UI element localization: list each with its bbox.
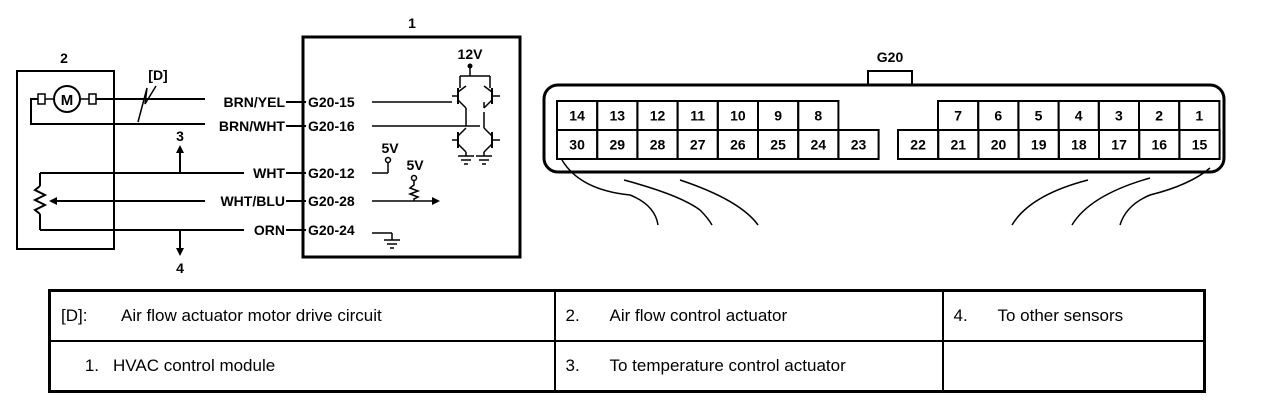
module-number: 1 xyxy=(408,15,416,31)
legend-text: Air flow control actuator xyxy=(609,306,788,325)
legend-text: HVAC control module xyxy=(113,356,276,375)
connector-pin-label: 17 xyxy=(1111,137,1127,153)
terminal-g20-16: G20-16 xyxy=(308,118,355,134)
supply-12v: 12V xyxy=(458,46,484,62)
legend-text: To temperature control actuator xyxy=(609,356,846,375)
legend-table: [D]: Air flow actuator motor drive circui… xyxy=(48,289,1206,393)
connector-pin-label: 11 xyxy=(690,108,705,124)
wire-color-brn-wht: BRN/WHT xyxy=(219,118,286,134)
legend-key: 4. xyxy=(953,306,968,325)
connector-body xyxy=(542,83,1226,174)
branch-label-3: 3 xyxy=(176,128,184,144)
wire-color-brn-yel: BRN/YEL xyxy=(224,94,286,110)
supply-5v-a: 5V xyxy=(381,140,399,156)
connector-latch xyxy=(867,70,913,86)
connector-pin-label: 22 xyxy=(910,137,926,153)
twist-marker xyxy=(137,85,157,123)
connector-pin-label: 29 xyxy=(610,137,626,153)
arrow-to-4 xyxy=(176,248,184,256)
legend-key: 2. xyxy=(565,306,580,325)
h-bridge-driver: 12V xyxy=(452,46,500,165)
connector-pin-label: 16 xyxy=(1152,137,1168,153)
motor-symbol: M xyxy=(37,85,97,113)
terminal-g20-28: G20-28 xyxy=(308,193,355,209)
legend-row: 1. HVAC control module 3. To temperature c… xyxy=(48,340,1206,393)
connector-pin-label: 3 xyxy=(1115,108,1123,124)
legend-cell-2: 2. Air flow control actuator xyxy=(553,289,944,342)
wire-color-wht-blu: WHT/BLU xyxy=(220,193,285,209)
legend-cell-4: 4. To other sensors xyxy=(941,289,1206,342)
hvac-module-box xyxy=(301,35,522,259)
potentiometer-symbol xyxy=(32,173,57,230)
connector-pin-label: 4 xyxy=(1075,108,1083,124)
connector-pin-label: 20 xyxy=(991,137,1007,153)
connector-pin-label: 15 xyxy=(1192,137,1208,153)
legend-cell-d: [D]: Air flow actuator motor drive circui… xyxy=(48,289,556,342)
connector-pin-label: 1 xyxy=(1195,108,1203,124)
actuator-number: 2 xyxy=(60,50,68,66)
connector-pin-label: 7 xyxy=(954,108,962,124)
branch-label-4: 4 xyxy=(176,260,184,276)
legend-row: [D]: Air flow actuator motor drive circui… xyxy=(48,289,1206,342)
terminal-g20-24: G20-24 xyxy=(308,222,355,238)
connector-pin-label: 10 xyxy=(730,108,746,124)
legend-text: To other sensors xyxy=(997,306,1124,325)
connector-pin-label: 2 xyxy=(1155,108,1163,124)
connector-pin-label: 12 xyxy=(650,108,666,124)
connector-pin-label: 27 xyxy=(690,137,706,153)
connector-pin-cell xyxy=(1178,129,1221,160)
legend-key: 1. xyxy=(84,356,99,375)
connector-pin-label: 30 xyxy=(569,137,585,153)
wiring-diagram: 2 M [D] BRN/YEL G20-15 BRN/WHT G20-16 3 … xyxy=(16,15,1226,276)
legend-cell-3: 3. To temperature control actuator xyxy=(553,340,944,393)
wire-color-orn: ORN xyxy=(254,222,285,238)
connector-pin-label: 25 xyxy=(770,137,786,153)
arrow-to-3 xyxy=(176,145,184,153)
legend-cell-1: 1. HVAC control module xyxy=(48,340,556,393)
connector-pin-label: 28 xyxy=(650,137,666,153)
legend-text: Air flow actuator motor drive circuit xyxy=(121,306,382,325)
connector-pin-label: 18 xyxy=(1071,137,1087,153)
connector-pin-label: 23 xyxy=(851,137,867,153)
connector-pin-label: 26 xyxy=(730,137,746,153)
legend-key: 3. xyxy=(565,356,580,375)
terminal-g20-12: G20-12 xyxy=(308,165,355,181)
motor-label: M xyxy=(61,92,74,109)
connector-pin-label: 13 xyxy=(610,108,626,124)
connector-pin-label: 9 xyxy=(774,108,782,124)
connector-pin-label: 6 xyxy=(994,108,1002,124)
wire-bundles xyxy=(561,159,1211,226)
connector-name: G20 xyxy=(877,49,904,65)
connector-pin-label: 24 xyxy=(811,137,827,153)
terminal-g20-15: G20-15 xyxy=(308,94,355,110)
connector-pin-label: 14 xyxy=(569,108,585,124)
legend-cell-empty xyxy=(941,340,1206,393)
actuator-box xyxy=(16,70,115,250)
connector-pin-cell xyxy=(837,129,880,160)
connector-pin-label: 8 xyxy=(814,108,822,124)
connector-pin-label: 19 xyxy=(1031,137,1047,153)
connector-pin-label: 21 xyxy=(951,137,967,153)
wire-color-wht: WHT xyxy=(253,165,285,181)
legend-key: [D]: xyxy=(61,306,88,325)
circuit-ref-label: [D] xyxy=(148,67,167,83)
supply-5v-b: 5V xyxy=(406,157,424,173)
connector-pin-label: 5 xyxy=(1035,108,1043,124)
